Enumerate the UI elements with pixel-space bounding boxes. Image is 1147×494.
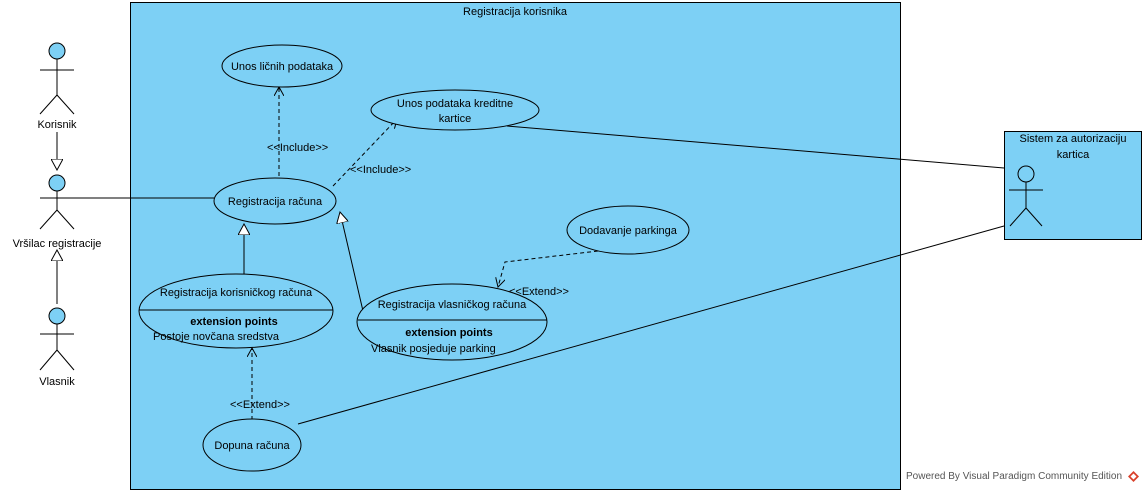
use-case-unos-kartice[interactable]: Unos podataka kreditne kartice [370,89,540,131]
use-case-unos-licnih[interactable]: Unos ličnih podataka [221,44,343,88]
use-case-reg-vlasnickog[interactable]: Registracija vlasničkog računa extension… [356,283,548,361]
include-label-2: <<Include>> [350,164,411,176]
association-kartica-sistem [506,125,1005,169]
use-case-reg-korisnickog-label: Registracija korisničkog računa [160,287,313,299]
visual-paradigm-logo-icon [1127,471,1139,482]
use-case-reg-vlasnickog-label: Registracija vlasničkog računa [378,299,527,311]
use-case-dodavanje-parkinga[interactable]: Dodavanje parkinga [566,205,690,255]
use-case-registracija-racuna[interactable]: Registracija računa [213,177,337,225]
system-boundary-title: Registracija korisnika [463,6,568,18]
use-case-unos-kartice-label: Unos podataka kreditne [397,98,513,110]
use-case-reg-vlasnickog-ext-title: extension points [405,327,492,339]
external-system-box [1004,131,1142,240]
external-system-title-2: kartica [1057,149,1090,161]
extend-label-2: <<Extend>> [230,399,290,411]
extend-arrow-parking [498,250,599,287]
actor-vrsilac[interactable]: Vršilac registracije [13,174,102,250]
use-case-unos-licnih-label: Unos ličnih podataka [231,61,334,73]
use-case-reg-vlasnickog-ext-point: Vlasnik posjeduje parking [371,343,496,355]
use-case-reg-korisnickog-ext-title: extension points [190,316,277,328]
actor-korisnik[interactable]: Korisnik [37,42,77,131]
use-case-reg-korisnickog[interactable]: Registracija korisničkog računa extensio… [138,273,334,349]
association-dopuna-sistem [297,225,1005,425]
watermark-text: Powered By Visual Paradigm Community Edi… [906,471,1123,483]
actor-sistem[interactable] [1009,165,1043,227]
include-arrow-kartica [332,119,397,187]
actor-korisnik-label: Korisnik [37,119,77,131]
use-case-dodavanje-parkinga-label: Dodavanje parkinga [579,225,678,237]
actor-vlasnik-label: Vlasnik [39,376,75,388]
use-case-dopuna-racuna-label: Dopuna računa [214,440,290,452]
generalization-vlasnicki [340,212,364,312]
use-case-dopuna-racuna[interactable]: Dopuna računa [202,418,302,472]
use-case-unos-kartice-label-2: kartice [439,113,471,125]
include-label-1: <<Include>> [267,142,328,154]
actor-vlasnik[interactable]: Vlasnik [39,307,75,388]
extend-label-1: <<Extend>> [509,286,569,298]
actor-vrsilac-label: Vršilac registracije [13,238,102,250]
external-system-title: Sistem za autorizaciju [1020,133,1127,145]
watermark: Powered By Visual Paradigm Community Edi… [906,471,1139,482]
use-case-reg-korisnickog-ext-point: Postoje novčana sredstva [153,331,280,343]
use-case-registracija-racuna-label: Registracija računa [228,196,323,208]
